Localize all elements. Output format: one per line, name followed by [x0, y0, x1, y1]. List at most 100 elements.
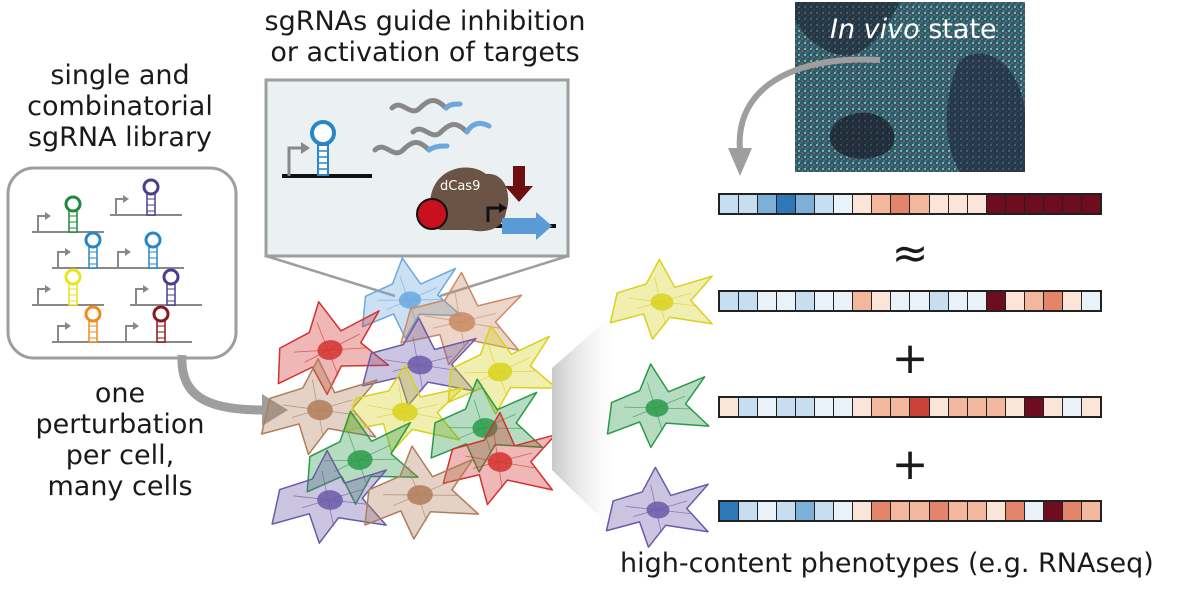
green-cell	[606, 363, 710, 449]
sgrna-construct	[112, 231, 184, 269]
purple-cell	[605, 466, 709, 548]
cell	[364, 445, 480, 540]
in-vivo-arrow	[736, 56, 881, 151]
heatmap-cell	[967, 292, 987, 310]
heatmap-cell	[853, 502, 873, 520]
sgrna-construct	[32, 268, 104, 306]
heatmap-cell	[967, 398, 987, 416]
heatmap-cell	[929, 502, 949, 520]
heatmap-cell	[815, 195, 835, 213]
heatmap-cell	[872, 195, 892, 213]
heatmap-purple	[718, 500, 1102, 522]
heatmap-cell	[777, 195, 797, 213]
heatmap-cell	[796, 398, 816, 416]
heatmap-cell	[1024, 502, 1044, 520]
heatmap-cell	[815, 502, 835, 520]
heatmap-cell	[1005, 195, 1025, 213]
heatmap-cell	[739, 292, 759, 310]
heatmap-cell	[986, 292, 1006, 310]
heatmap-cell	[967, 502, 987, 520]
heatmap-cell	[910, 195, 930, 213]
library-to-cells-arrow	[177, 354, 263, 415]
sgrna-construct	[120, 305, 192, 343]
cell	[447, 325, 558, 415]
heatmap-cell	[1043, 398, 1063, 416]
heatmap-cell	[1043, 502, 1063, 520]
heatmap-cell	[758, 292, 778, 310]
heatmap-cell	[796, 502, 816, 520]
heatmap-cell	[986, 398, 1006, 416]
heatmap-cell	[948, 292, 968, 310]
heatmap-cell	[929, 398, 949, 416]
heatmap-cell	[777, 292, 797, 310]
heatmap-cell	[1062, 398, 1082, 416]
cell-population	[260, 257, 558, 544]
cell	[361, 317, 477, 407]
heatmap-in-vivo	[718, 193, 1102, 215]
inset-promoter-hairpin	[282, 120, 372, 178]
funnel-shade	[552, 310, 618, 535]
approx-symbol: ≈	[891, 228, 929, 279]
heatmap-green	[718, 396, 1102, 418]
heatmap-cell	[1081, 398, 1100, 416]
heatmap-cell	[777, 502, 797, 520]
heatmap-cell	[986, 195, 1006, 213]
heatmap-cell	[1062, 292, 1082, 310]
heatmap-cell	[948, 195, 968, 213]
heatmap-cell	[929, 292, 949, 310]
cell	[361, 257, 462, 339]
heatmap-cell	[796, 195, 816, 213]
heatmap-cell	[1024, 292, 1044, 310]
sgrna-construct	[52, 305, 124, 343]
heatmap-cell	[720, 502, 740, 520]
heatmap-cell	[872, 398, 892, 416]
in-vivo-arrow-head	[728, 148, 752, 176]
heatmap-cell	[758, 195, 778, 213]
heatmap-cell	[815, 292, 835, 310]
heatmap-cell	[910, 398, 930, 416]
sgrna-constructs	[32, 178, 202, 343]
yellow-cell	[609, 258, 713, 340]
heatmap-cell	[891, 398, 911, 416]
heatmap-cell	[891, 502, 911, 520]
heatmap-cell	[739, 502, 759, 520]
heatmap-cell	[1062, 502, 1082, 520]
per-cell-label: one perturbation per cell, many cells	[35, 378, 205, 502]
heatmap-cell	[758, 502, 778, 520]
heatmap-cell	[1024, 398, 1044, 416]
heatmap-cell	[1043, 195, 1063, 213]
plus-symbol-1: +	[891, 333, 929, 384]
heatmap-cell	[872, 502, 892, 520]
heatmap-cell	[739, 398, 759, 416]
sgrna-construct	[130, 268, 202, 306]
sgrna-construct	[110, 178, 182, 216]
heatmap-cell	[948, 502, 968, 520]
heatmap-yellow	[718, 290, 1102, 312]
heatmap-cell	[1081, 292, 1100, 310]
heatmap-cell	[910, 502, 930, 520]
cell	[277, 301, 390, 396]
heatmap-cell	[777, 398, 797, 416]
inset-dcas9-complex: dCas9	[416, 166, 556, 240]
in-vivo-label: In vivo state	[830, 14, 997, 45]
inset-sgrna-transcripts	[372, 98, 492, 156]
guide-label: sgRNAs guide inhibition or activation of…	[264, 6, 586, 68]
heatmap-cell	[986, 502, 1006, 520]
sgrna-construct	[32, 195, 104, 233]
inset-callout-right	[439, 254, 569, 298]
heatmap-cell	[1005, 502, 1025, 520]
phenotypes-label: high-content phenotypes (e.g. RNAseq)	[620, 548, 1154, 579]
heatmap-cell	[720, 195, 740, 213]
dcas9-label: dCas9	[440, 179, 480, 194]
heatmap-cell	[910, 292, 930, 310]
heatmap-cell	[739, 195, 759, 213]
heatmap-cell	[720, 292, 740, 310]
heatmap-cell	[929, 195, 949, 213]
heatmap-cell	[1005, 292, 1025, 310]
heatmap-cell	[834, 502, 854, 520]
heatmap-cell	[1062, 195, 1082, 213]
cell	[271, 449, 388, 544]
heatmap-cell	[1081, 195, 1100, 213]
plus-symbol-2: +	[891, 439, 929, 490]
